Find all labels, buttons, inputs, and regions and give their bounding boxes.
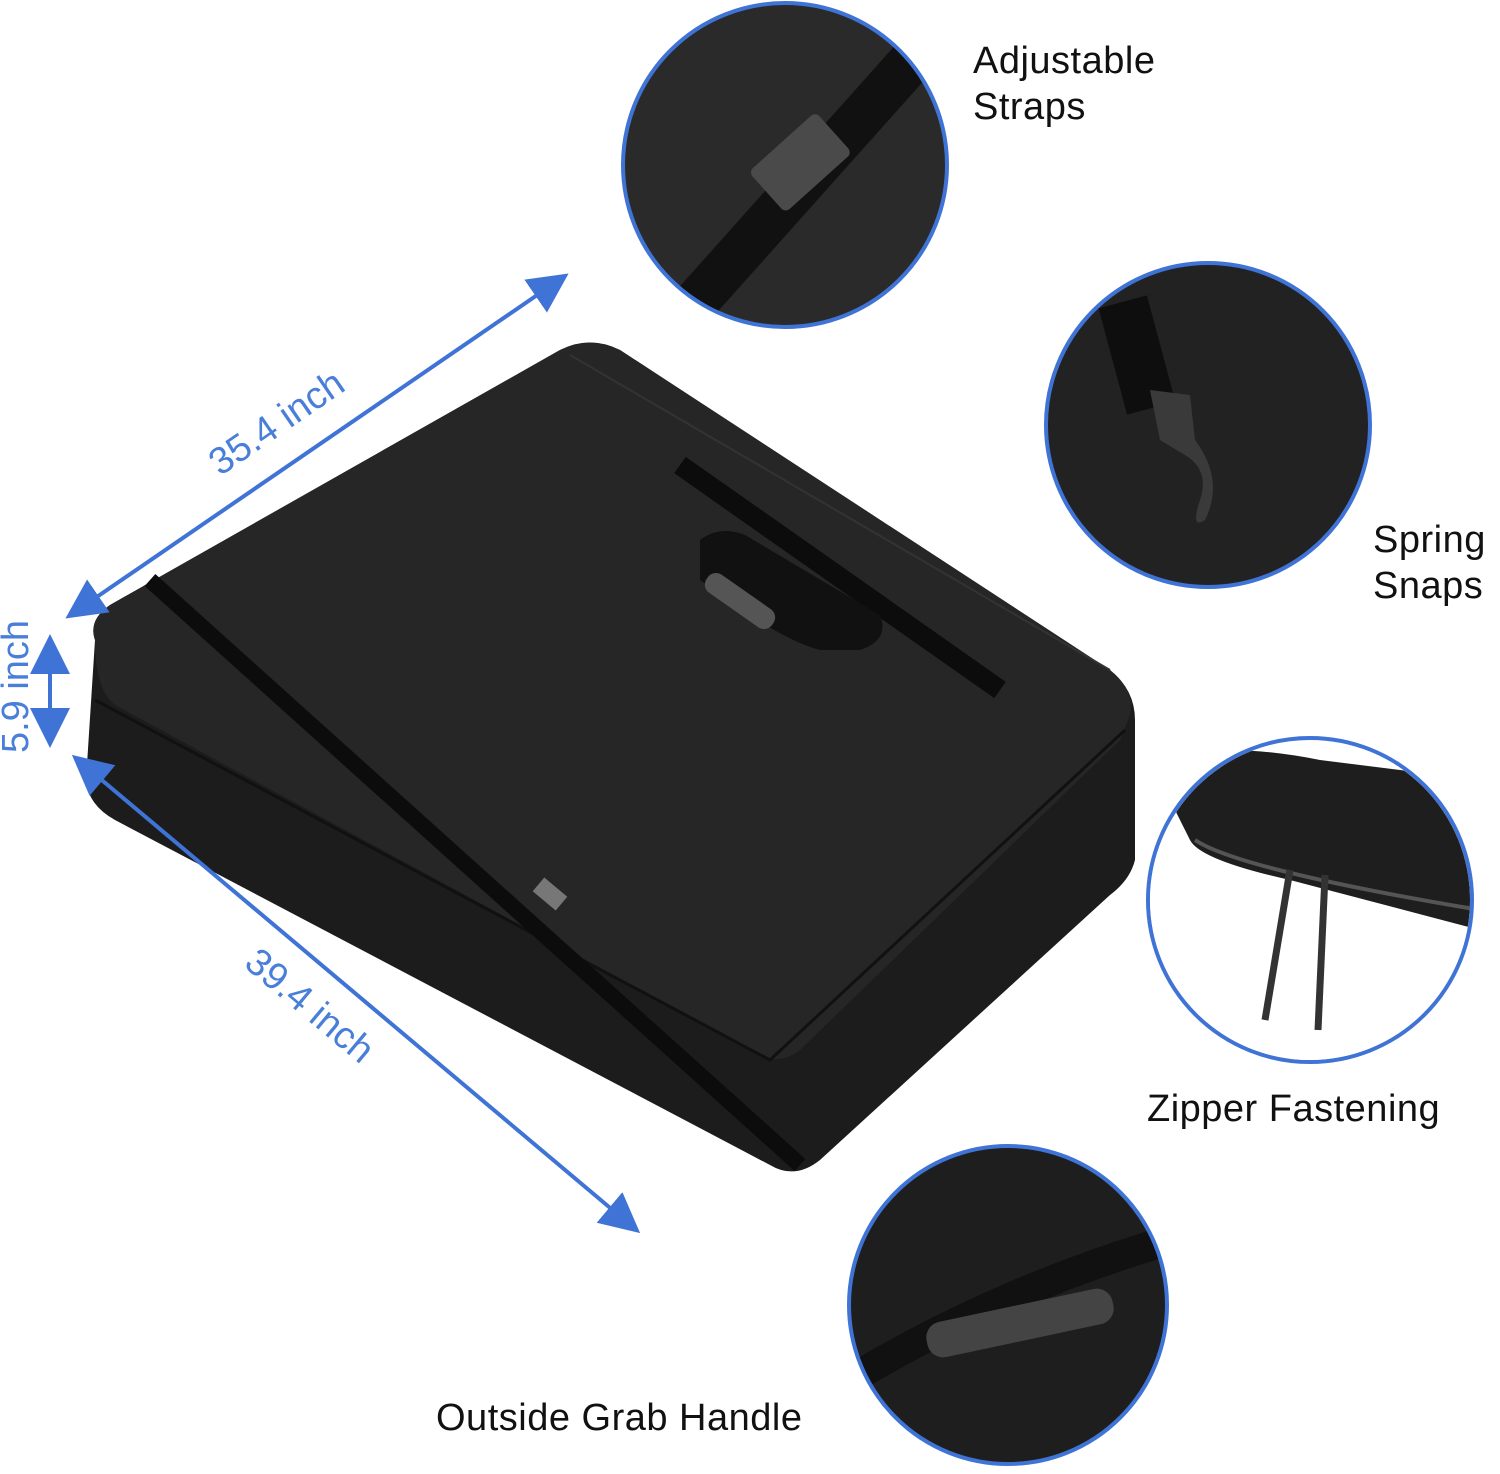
feature-label-line: Adjustable xyxy=(973,40,1156,82)
feature-label-straps: Adjustable Straps xyxy=(973,38,1155,130)
zipper-detail-circle xyxy=(1146,736,1474,1064)
feature-label-line: Snaps xyxy=(1373,565,1484,607)
buckle-icon xyxy=(750,114,850,211)
width-arrow xyxy=(65,273,569,619)
feature-label-snaps: Spring Snaps xyxy=(1373,517,1486,609)
length-arrow xyxy=(71,754,641,1234)
feature-label-line: Straps xyxy=(973,86,1086,128)
height-dimension-label: 5.9 inch xyxy=(0,619,38,754)
snaps-detail-circle xyxy=(1044,261,1372,589)
handle-icon xyxy=(704,572,776,630)
handle-detail-circle xyxy=(847,1144,1169,1466)
grab-handle-icon xyxy=(926,1288,1114,1358)
spring-snap-icon xyxy=(1150,390,1213,523)
feature-label-line: Spring xyxy=(1373,519,1486,561)
zipper-pull-icon xyxy=(1261,869,1329,1031)
feature-label-handle: Outside Grab Handle xyxy=(436,1397,803,1439)
straps-detail-circle xyxy=(621,1,949,329)
feature-label-zipper: Zipper Fastening xyxy=(1147,1088,1441,1130)
